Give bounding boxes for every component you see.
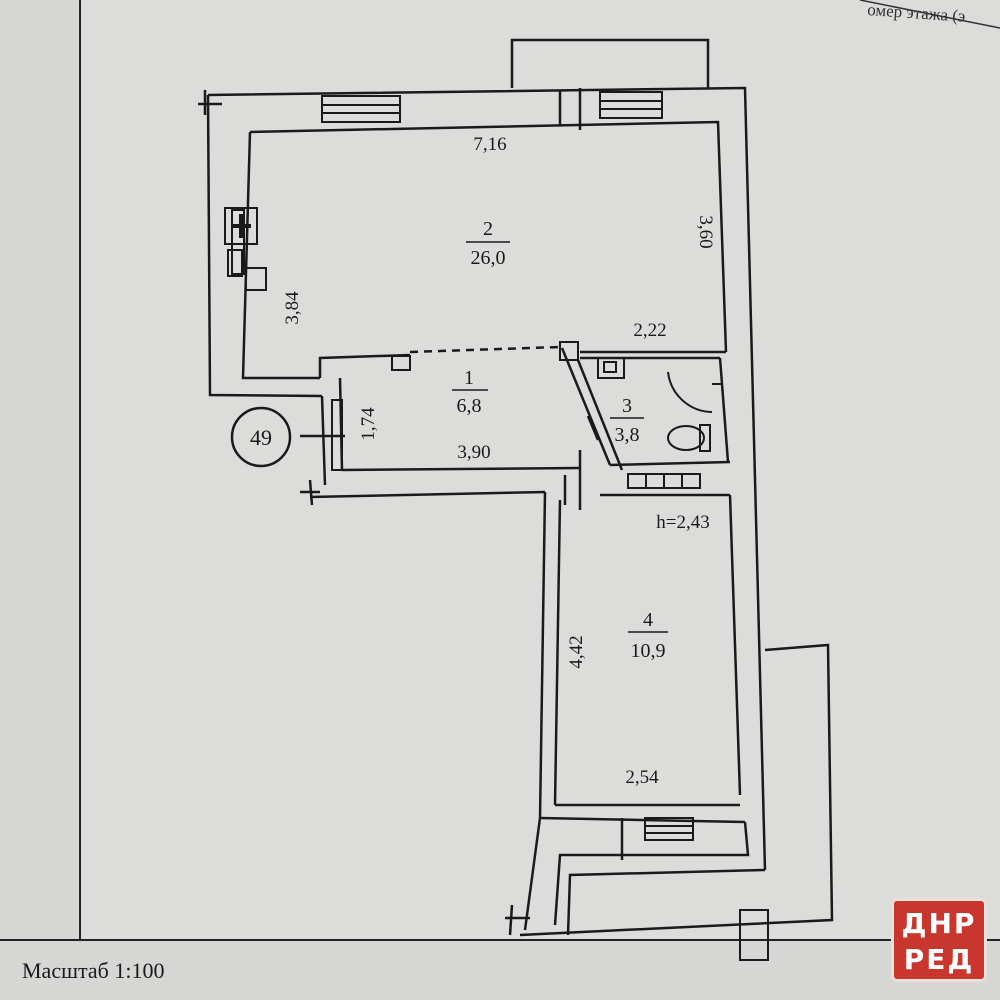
dim-room4-width: 2,54	[625, 767, 659, 788]
room-4-area: 10,9	[631, 640, 666, 662]
room-opening-dashed	[409, 345, 561, 354]
apartment-number: 49	[250, 425, 272, 450]
dim-room2-width: 7,16	[473, 134, 506, 155]
windows	[321, 91, 694, 841]
room-2-area: 26,0	[471, 247, 506, 269]
ceiling-height: h=2,43	[656, 512, 709, 533]
room-3-area: 3,8	[615, 424, 640, 446]
room-4-number: 4	[643, 609, 653, 631]
sink-icon	[597, 357, 625, 379]
room-1-number: 1	[464, 367, 474, 389]
watermark-line-1: ДНР	[901, 907, 977, 940]
room-1-area: 6,8	[457, 395, 482, 417]
dim-room1-width: 3,90	[457, 442, 490, 463]
apartment-number-circle	[230, 406, 292, 468]
dim-room1-height: 1,74	[358, 407, 379, 441]
radiator-icon	[627, 473, 701, 489]
door-marks	[198, 88, 624, 936]
wall-blocks	[331, 341, 769, 961]
room-3-number: 3	[622, 395, 632, 417]
watermark-line-2: РЕД	[903, 943, 975, 976]
dim-room2-height-left: 3,84	[282, 291, 303, 325]
scale-label: Масштаб 1:100	[22, 958, 165, 983]
dim-room3-width: 2,22	[633, 320, 666, 341]
dim-room2-height-right: 3,60	[695, 215, 716, 248]
toilet-icon	[667, 371, 722, 452]
dim-room4-height: 4,42	[566, 635, 587, 668]
watermark-logo: ДНР РЕД	[891, 898, 987, 982]
walls	[206, 38, 834, 937]
room-2-number: 2	[483, 218, 493, 240]
stove-icon	[224, 207, 267, 291]
